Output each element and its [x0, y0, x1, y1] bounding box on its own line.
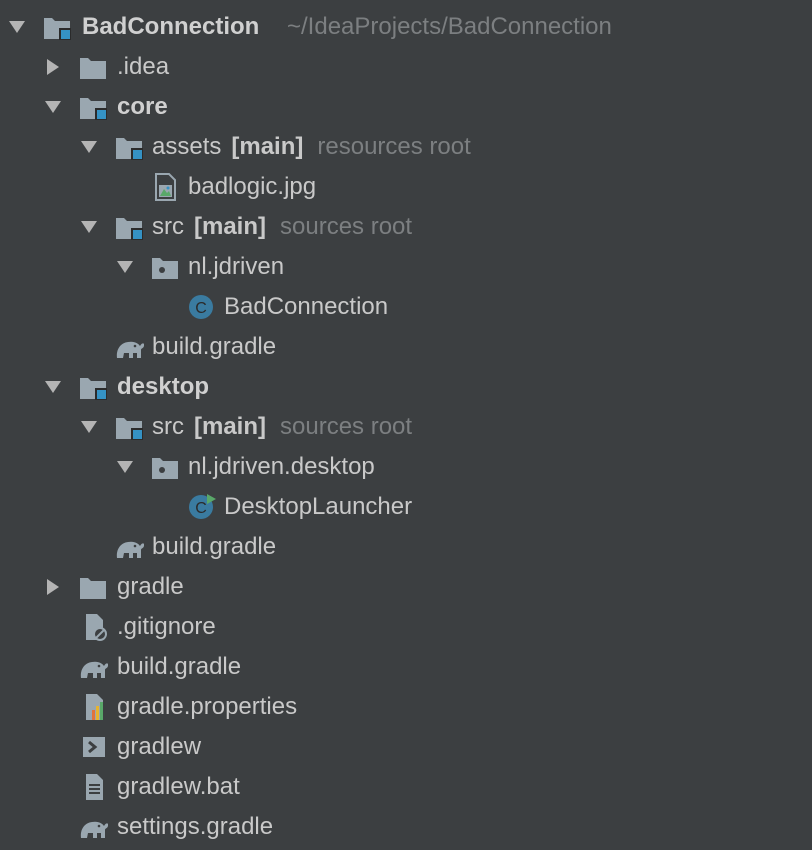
text-file-icon	[80, 773, 110, 801]
assets-folder-name: assets	[152, 133, 222, 160]
root-name: BadConnection	[82, 13, 260, 40]
gitignore-file-name: .gitignore	[117, 613, 216, 640]
java-class-icon: C	[186, 293, 216, 321]
desktop-launcher-name: DesktopLauncher	[224, 493, 413, 520]
src-source-set: [main]	[194, 213, 266, 240]
tree-row-gradle-properties[interactable]: gradle.properties	[0, 687, 812, 727]
module-folder-icon	[78, 373, 108, 401]
module-folder-icon	[42, 13, 72, 41]
badlogic-file-name: badlogic.jpg	[188, 173, 317, 200]
desktop-package-name: nl.jdriven.desktop	[188, 453, 375, 480]
tree-row-root[interactable]: BadConnection ~/IdeaProjects/BadConnecti…	[0, 7, 812, 47]
tree-row-class[interactable]: C BadConnection	[0, 287, 812, 327]
tree-row-build-gradle[interactable]: build.gradle	[0, 647, 812, 687]
ignore-file-icon	[80, 613, 110, 641]
tree-row-desktop-launcher[interactable]: C DesktopLauncher	[0, 487, 812, 527]
gradle-elephant-icon	[78, 813, 108, 841]
gradle-elephant-icon	[78, 653, 108, 681]
tree-row-settings-gradle[interactable]: settings.gradle	[0, 807, 812, 847]
chevron-down-icon[interactable]	[116, 459, 134, 475]
desktop-build-gradle-name: build.gradle	[152, 533, 277, 560]
assets-root-hint: resources root	[317, 133, 471, 160]
gradlew-bat-name: gradlew.bat	[117, 773, 240, 800]
shell-script-icon	[80, 733, 110, 761]
chevron-down-icon[interactable]	[80, 419, 98, 435]
chevron-down-icon[interactable]	[8, 19, 26, 35]
tree-row-gitignore[interactable]: .gitignore	[0, 607, 812, 647]
tree-row-desktop-package[interactable]: nl.jdriven.desktop	[0, 447, 812, 487]
source-folder-icon	[114, 213, 144, 241]
folder-icon	[78, 573, 108, 601]
source-folder-icon	[114, 413, 144, 441]
package-icon	[150, 453, 180, 481]
desktop-src-root-hint: sources root	[280, 413, 413, 440]
runnable-class-icon: C	[186, 493, 216, 521]
core-module-name: core	[117, 93, 168, 120]
tree-row-gradlew-bat[interactable]: gradlew.bat	[0, 767, 812, 807]
gradle-folder-name: gradle	[117, 573, 184, 600]
tree-row-gradle-folder[interactable]: gradle	[0, 567, 812, 607]
tree-row-badlogic[interactable]: badlogic.jpg	[0, 167, 812, 207]
chevron-right-icon[interactable]	[44, 579, 62, 595]
tree-row-core-build[interactable]: build.gradle	[0, 327, 812, 367]
image-file-icon	[150, 173, 180, 201]
idea-folder-name: .idea	[117, 53, 170, 80]
chevron-down-icon[interactable]	[44, 379, 62, 395]
class-name: BadConnection	[224, 293, 389, 320]
package-icon	[150, 253, 180, 281]
tree-row-idea[interactable]: .idea	[0, 47, 812, 87]
desktop-module-name: desktop	[117, 373, 210, 400]
properties-file-icon	[80, 693, 110, 721]
desktop-src-source-set: [main]	[194, 413, 266, 440]
package-name: nl.jdriven	[188, 253, 285, 280]
gradle-elephant-icon	[114, 333, 144, 361]
chevron-down-icon[interactable]	[80, 219, 98, 235]
folder-icon	[78, 53, 108, 81]
gradle-elephant-icon	[114, 533, 144, 561]
chevron-down-icon[interactable]	[80, 139, 98, 155]
tree-row-core[interactable]: core	[0, 87, 812, 127]
tree-row-assets[interactable]: assets [main] resources root	[0, 127, 812, 167]
tree-row-desktop-src[interactable]: src [main] sources root	[0, 407, 812, 447]
chevron-right-icon[interactable]	[44, 59, 62, 75]
resources-folder-icon	[114, 133, 144, 161]
root-path: ~/IdeaProjects/BadConnection	[287, 13, 612, 40]
desktop-src-folder-name: src	[152, 413, 184, 440]
build-gradle-name: build.gradle	[117, 653, 242, 680]
svg-text:C: C	[195, 500, 207, 517]
chevron-down-icon[interactable]	[116, 259, 134, 275]
assets-source-set: [main]	[231, 133, 304, 160]
svg-text:C: C	[195, 300, 207, 317]
module-folder-icon	[78, 93, 108, 121]
tree-row-desktop-build[interactable]: build.gradle	[0, 527, 812, 567]
tree-row-desktop[interactable]: desktop	[0, 367, 812, 407]
tree-row-core-src[interactable]: src [main] sources root	[0, 207, 812, 247]
settings-gradle-name: settings.gradle	[117, 813, 274, 840]
chevron-down-icon[interactable]	[44, 99, 62, 115]
src-root-hint: sources root	[280, 213, 413, 240]
src-folder-name: src	[152, 213, 184, 240]
gradlew-name: gradlew	[117, 733, 202, 760]
core-build-gradle-name: build.gradle	[152, 333, 277, 360]
tree-row-package[interactable]: nl.jdriven	[0, 247, 812, 287]
gradle-properties-name: gradle.properties	[117, 693, 298, 720]
tree-row-gradlew[interactable]: gradlew	[0, 727, 812, 767]
